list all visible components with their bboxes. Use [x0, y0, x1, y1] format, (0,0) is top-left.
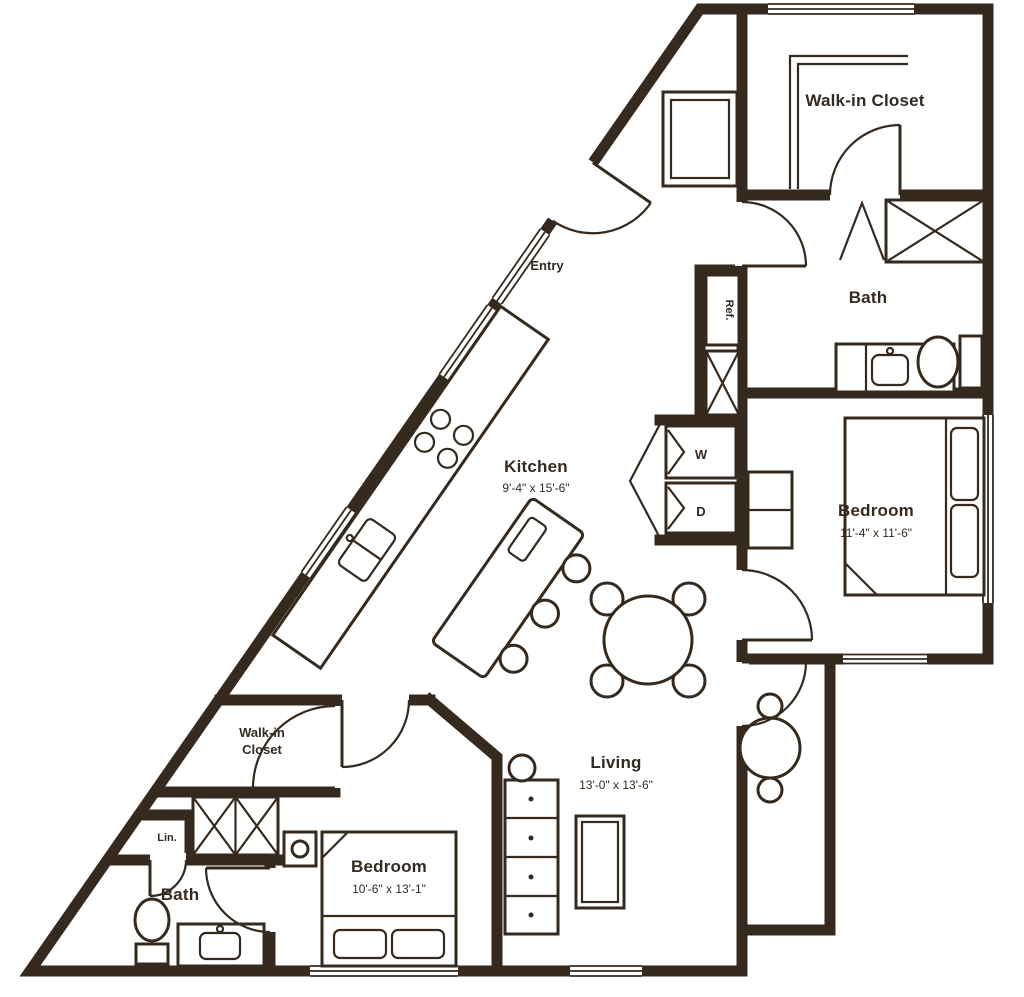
windows [300, 3, 994, 977]
bath-bottom-label: Bath [161, 885, 200, 904]
toilet-bath-bottom [133, 897, 171, 966]
bedroom-bottom-furniture [282, 830, 458, 968]
terrace-door [741, 660, 808, 728]
living-dims: 13'-0" x 13'-6" [579, 778, 653, 792]
bedroom-right-dims: 11'-4" x 11'-6" [840, 526, 912, 540]
terrace-furniture [738, 692, 802, 804]
bedroom-bottom-door [340, 699, 411, 769]
island-stool [561, 553, 592, 584]
closet-x-bottom [191, 795, 280, 857]
bedroom-right-furniture [746, 416, 986, 597]
kitchen-sink [337, 518, 397, 582]
kitchen-counter [270, 304, 551, 671]
wic-left-label-line1: Walk-in [239, 725, 285, 740]
lamp [290, 839, 310, 859]
window-diagonal-upper [491, 228, 551, 305]
laundry-closet [628, 423, 738, 539]
kitchen-label: Kitchen [504, 457, 568, 476]
linen-door [148, 859, 188, 898]
dining-set [589, 581, 707, 699]
window-terrace-slider [843, 653, 927, 665]
bedroom-right-door [741, 568, 814, 642]
sink-bath-bottom [198, 931, 242, 961]
island-stool [530, 598, 560, 629]
sink-bath-top [870, 353, 910, 387]
wic-left-door [251, 704, 336, 790]
refrigerator [704, 273, 741, 347]
terrace-door-opening [735, 662, 749, 726]
bath-top-label: Bath [849, 288, 888, 307]
bath-top-door-opening [735, 202, 749, 266]
bedroom-bottom-door-opening [342, 693, 409, 707]
wic-top-label: Walk-in Closet [805, 91, 924, 110]
fridge-label: Ref. [723, 300, 735, 321]
pillow [949, 503, 980, 579]
washer-box [664, 424, 738, 480]
dining-chair [589, 663, 625, 699]
bedroom-bottom-label: Bedroom [351, 857, 427, 876]
pantry-cabinet [704, 349, 741, 417]
entry-closet [661, 90, 739, 188]
kitchen-fixtures [270, 273, 741, 671]
wic-top-door-opening [830, 188, 900, 202]
kitchen-dims: 9'-4" x 15'-6" [502, 481, 569, 495]
linen-door-opening [150, 853, 186, 867]
window-top [768, 3, 914, 15]
washer-label: W [695, 447, 708, 462]
dryer-box [664, 481, 738, 535]
entry-label: Entry [530, 258, 564, 273]
entry-door-opening [544, 156, 602, 227]
vanity-bath-bottom [176, 922, 266, 968]
wic-top-door [828, 123, 902, 196]
bedroom-bottom-dims: 10'-6" x 13'-1" [352, 882, 426, 896]
door-arcs [148, 123, 902, 934]
bath-bottom-fixtures [133, 897, 266, 968]
living-furniture [503, 753, 626, 936]
bath-top-door [741, 200, 808, 268]
dining-chair [589, 581, 625, 617]
pillow [390, 928, 446, 960]
pillow [332, 928, 388, 960]
terrace-table [738, 716, 802, 780]
dining-chair [671, 581, 707, 617]
dining-chair [671, 663, 707, 699]
terrace-chair [756, 776, 784, 804]
stool [507, 753, 537, 783]
living-label: Living [590, 753, 641, 772]
bedroom-right-door-opening [735, 570, 749, 640]
bifold-door-mark [838, 199, 886, 261]
cabinet-unit [574, 814, 626, 910]
island-stool [498, 643, 529, 674]
wic-left-door-opening [328, 706, 342, 788]
door-openings [150, 156, 900, 932]
window-bottom-living [570, 965, 642, 977]
bath-bottom-door-opening [263, 868, 277, 932]
labels: Walk-in Closet Bath Bedroom 11'-4" x 11'… [157, 91, 924, 904]
bath-top-fixtures [834, 198, 986, 394]
linen-label: Lin. [157, 832, 177, 844]
toilet-bath-top [916, 334, 984, 390]
laundry-bifold-door [628, 423, 661, 539]
dryer-label: D [696, 504, 705, 519]
kitchen-island [431, 497, 592, 679]
bedroom-right-label: Bedroom [838, 501, 914, 520]
bath-bottom-door [204, 866, 271, 934]
entry-door [551, 161, 652, 235]
washer-door-mark [667, 429, 686, 475]
cooktop [413, 408, 475, 469]
pillow [949, 426, 980, 502]
wic-top-shelves [788, 54, 908, 189]
dining-table [602, 594, 694, 686]
dryer-door-mark [667, 486, 686, 530]
wic-left-label-line2: Closet [242, 742, 282, 757]
shower-closet-x [838, 198, 986, 264]
